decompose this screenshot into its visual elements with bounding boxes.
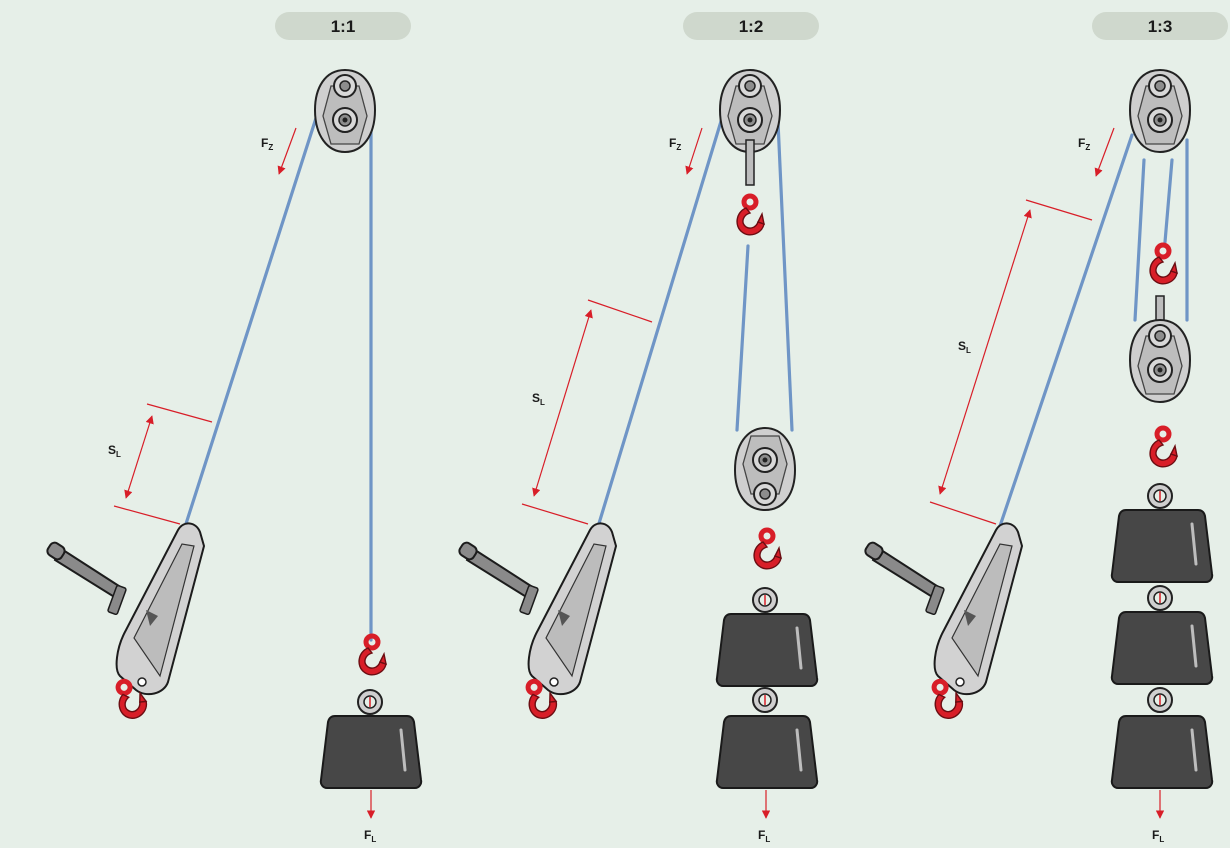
panel-1: 1:1 FZ SL FL <box>44 12 423 844</box>
hook-icon <box>1150 245 1177 284</box>
rope-pull-3 <box>998 133 1134 528</box>
pulley-block-icon <box>314 69 376 153</box>
weight-icon <box>715 714 819 790</box>
ring-icon <box>1147 687 1173 713</box>
stroke-tick-top-1 <box>146 403 213 423</box>
lever-hoist-icon <box>456 522 617 696</box>
stroke-arrow-1 <box>124 415 154 499</box>
ratio-badge-3: 1:3 <box>1092 12 1228 40</box>
stroke-tick-top-3 <box>1025 199 1093 221</box>
weight-icon <box>1110 714 1214 790</box>
load-force-label-3: FL <box>1152 828 1164 844</box>
load-force-label-2: FL <box>758 828 770 844</box>
pull-force-arrow-3 <box>1094 127 1115 177</box>
pull-force-arrow-1 <box>277 127 297 175</box>
hook-icon <box>754 530 781 569</box>
stroke-tick-top-2 <box>587 299 653 323</box>
rope-b-3 <box>1163 158 1174 244</box>
ratio-label-1: 1:1 <box>331 17 356 36</box>
pull-force-label-1: FZ <box>261 136 273 152</box>
rope-a-3 <box>1133 158 1146 322</box>
pull-force-label-3: FZ <box>1078 136 1090 152</box>
panel-2: 1:2 FZ SL FL <box>456 12 819 844</box>
hook-icon <box>1150 428 1177 467</box>
panel-3: 1:3 FZ SL FL <box>862 12 1228 844</box>
pull-force-arrow-2 <box>685 127 703 175</box>
lever-hoist-icon <box>862 522 1023 696</box>
stroke-label-1: SL <box>108 443 121 459</box>
ratio-badge-2: 1:2 <box>683 12 819 40</box>
weight-icon <box>1110 610 1214 686</box>
rope-upper-left-2 <box>735 244 750 432</box>
stroke-tick-bottom-2 <box>521 503 589 525</box>
rope-pull-2 <box>595 116 724 532</box>
ring-icon <box>752 587 778 613</box>
ring-icon <box>752 687 778 713</box>
rope-upper-right-2 <box>776 120 794 432</box>
weight-icon <box>715 612 819 688</box>
stroke-label-3: SL <box>958 339 971 355</box>
ring-icon <box>1147 585 1173 611</box>
pulley-block-icon <box>1129 69 1191 153</box>
ring-icon <box>1147 483 1173 509</box>
shackle-2 <box>745 139 755 186</box>
pulley-block-icon <box>1129 319 1191 403</box>
ring-icon <box>357 689 383 715</box>
ratio-label-2: 1:2 <box>739 17 764 36</box>
stroke-tick-bottom-3 <box>929 501 997 525</box>
ratio-label-3: 1:3 <box>1148 17 1173 36</box>
lever-hoist-icon <box>44 522 205 696</box>
stroke-label-2: SL <box>532 391 545 407</box>
stroke-arrow-2 <box>532 309 593 497</box>
pull-force-label-2: FZ <box>669 136 681 152</box>
weight-icon <box>1110 508 1214 584</box>
ratio-badge-1: 1:1 <box>275 12 411 40</box>
stroke-tick-bottom-1 <box>113 505 181 525</box>
stroke-arrow-3 <box>938 209 1032 495</box>
load-force-label-1: FL <box>364 828 376 844</box>
pulley-block-icon <box>734 427 796 511</box>
hook-icon <box>737 196 764 235</box>
rope-pull-1 <box>182 113 319 532</box>
hook-icon <box>359 636 386 675</box>
weight-icon <box>319 714 423 790</box>
